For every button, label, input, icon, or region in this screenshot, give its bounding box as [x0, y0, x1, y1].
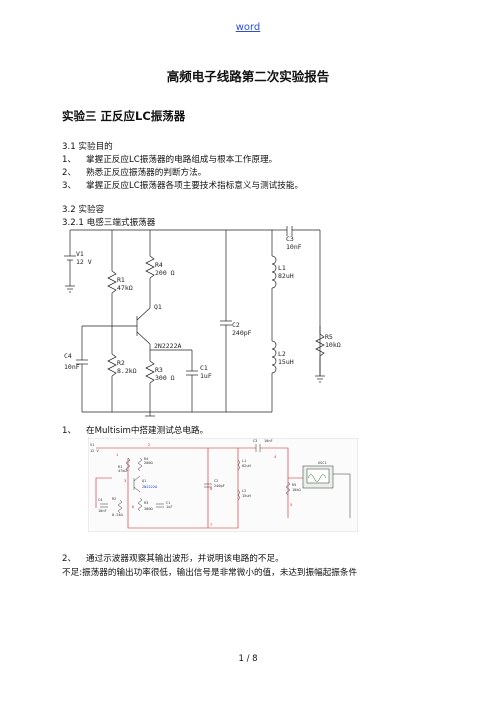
schematic-label: L1 [242, 459, 246, 463]
schematic-label: 47kΩ [117, 284, 133, 292]
schematic-label: 10kΩ [325, 341, 341, 349]
step-num: 1、 [62, 426, 77, 436]
purpose-item: 3、掌握正反应LC振荡器各项主要技术指标意义与测试技能。 [62, 179, 303, 191]
schematic-label: R5 [325, 333, 333, 341]
report-title: 高频电子线路第二次实验报告 [166, 69, 330, 84]
schematic-label: 2N2222A [154, 342, 181, 350]
node-label: 0 [210, 487, 212, 491]
multisim-schematic: V1 12 V R4 200Ω R1 47kΩ Q1 2N2222A C4 10… [88, 438, 358, 532]
schematic-label: Q1 [154, 303, 162, 311]
schematic-label: 10nF [98, 509, 107, 513]
node-label: 3 [124, 479, 126, 483]
purpose-item-num: 1、 [62, 155, 77, 165]
schematic-label: 300 Ω [155, 374, 175, 382]
content-heading: 3.2 实验容 [62, 205, 105, 215]
schematic-label: 10nF [286, 243, 302, 251]
node-label: 7 [210, 523, 212, 527]
schematic-label: 2N2222A [142, 485, 158, 489]
schematic-label: 12 V [90, 449, 99, 453]
schematic-label: V1 [90, 443, 94, 447]
step-1: 1、在Multisim中搭建测试总电路。 [62, 424, 208, 436]
schematic-label: 82uH [242, 464, 251, 468]
schematic-label: L2 [242, 489, 246, 493]
schematic-label: C3 [286, 235, 294, 243]
schematic-label: 12 V [76, 258, 92, 266]
schematic-label: XSC1 [318, 461, 327, 465]
header-link[interactable]: word [235, 22, 261, 33]
page-number: 1 / 8 [238, 654, 258, 664]
note-text: 不足:振荡器的输出功率很低，输出信号是非常微小的值，未达到振幅起振条件 [62, 568, 358, 578]
node-label: 1 [116, 453, 118, 457]
node-label: 6 [132, 505, 134, 509]
schematic-label: 10nF [264, 439, 273, 443]
purpose-item: 2、熟悉正反应振荡器的判断方法。 [62, 166, 206, 178]
node-label: 4 [274, 455, 276, 459]
schematic-label: 300Ω [144, 507, 153, 511]
schematic-label: C2 [214, 479, 218, 483]
step-text: 在Multisim中搭建测试总电路。 [86, 426, 209, 436]
section-heading: 实验三 正反应LC振荡器 [62, 109, 186, 123]
schematic-label: C3 [253, 439, 257, 443]
node-label: 2 [148, 443, 150, 447]
schematic-label: R1 [118, 465, 122, 469]
content-subheading: 3.2.1 电感三端式振荡器 [62, 218, 156, 228]
purpose-item-text: 掌握正反应LC振荡器各项主要技术指标意义与测试技能。 [86, 181, 304, 191]
schematic-label: 8.2kΩ [112, 513, 124, 517]
schematic-label: R2 [112, 497, 116, 501]
schematic-label: C4 [98, 498, 102, 502]
schematic-label: 200Ω [144, 461, 153, 465]
schematic-label: C4 [64, 352, 72, 360]
schematic-label: 240pF [214, 484, 225, 488]
oscillator-schematic: V1 12 V R1 47kΩ R4 200 Ω Q1 2N2222A C4 1… [64, 226, 341, 417]
schematic-label: R1 [117, 276, 125, 284]
step-num: 2、 [62, 554, 77, 564]
schematic-label: L1 [278, 264, 286, 272]
schematic-label: R3 [155, 366, 163, 374]
schematic-label: 1uF [166, 505, 173, 509]
purpose-item: 1、掌握正反应LC振荡器的电路组成与根本工作原理。 [62, 153, 277, 165]
step-2: 2、通过示波器观察其输出波形，并说明该电路的不足。 [62, 552, 284, 564]
schematic-label: C1 [200, 364, 208, 372]
purpose-heading: 3.1 实验目的 [62, 142, 113, 152]
schematic-label: Q1 [142, 479, 146, 483]
purpose-item-num: 2、 [62, 168, 77, 178]
schematic-label: 15uH [278, 358, 294, 366]
schematic-label: 8.2kΩ [117, 367, 137, 375]
schematic-label: 10kΩ [292, 488, 301, 492]
schematic-label: 82uH [278, 272, 294, 280]
node-label: 5 [290, 503, 292, 507]
schematic-label: R4 [155, 261, 163, 269]
schematic-label: 15uH [242, 494, 251, 498]
purpose-item-text: 掌握正反应LC振荡器的电路组成与根本工作原理。 [86, 155, 278, 165]
schematic-label: R3 [144, 501, 148, 505]
schematic-label: C1 [166, 501, 170, 505]
schematic-label: 240pF [232, 329, 252, 337]
purpose-item-num: 3、 [62, 181, 77, 191]
schematic-label: R5 [292, 483, 296, 487]
schematic-label: 1uF [200, 372, 212, 380]
schematic-label: V1 [76, 250, 84, 258]
schematic-label: 200 Ω [155, 269, 175, 277]
step-text: 通过示波器观察其输出波形，并说明该电路的不足。 [86, 554, 284, 564]
schematic-label: R4 [144, 457, 148, 461]
schematic-label: L2 [278, 350, 286, 358]
purpose-item-text: 熟悉正反应振荡器的判断方法。 [86, 168, 207, 178]
schematic-label: C2 [232, 321, 240, 329]
schematic-label: 47kΩ [118, 469, 127, 473]
schematic-label: R2 [117, 359, 125, 367]
schematic-label: 10nF [64, 363, 80, 371]
